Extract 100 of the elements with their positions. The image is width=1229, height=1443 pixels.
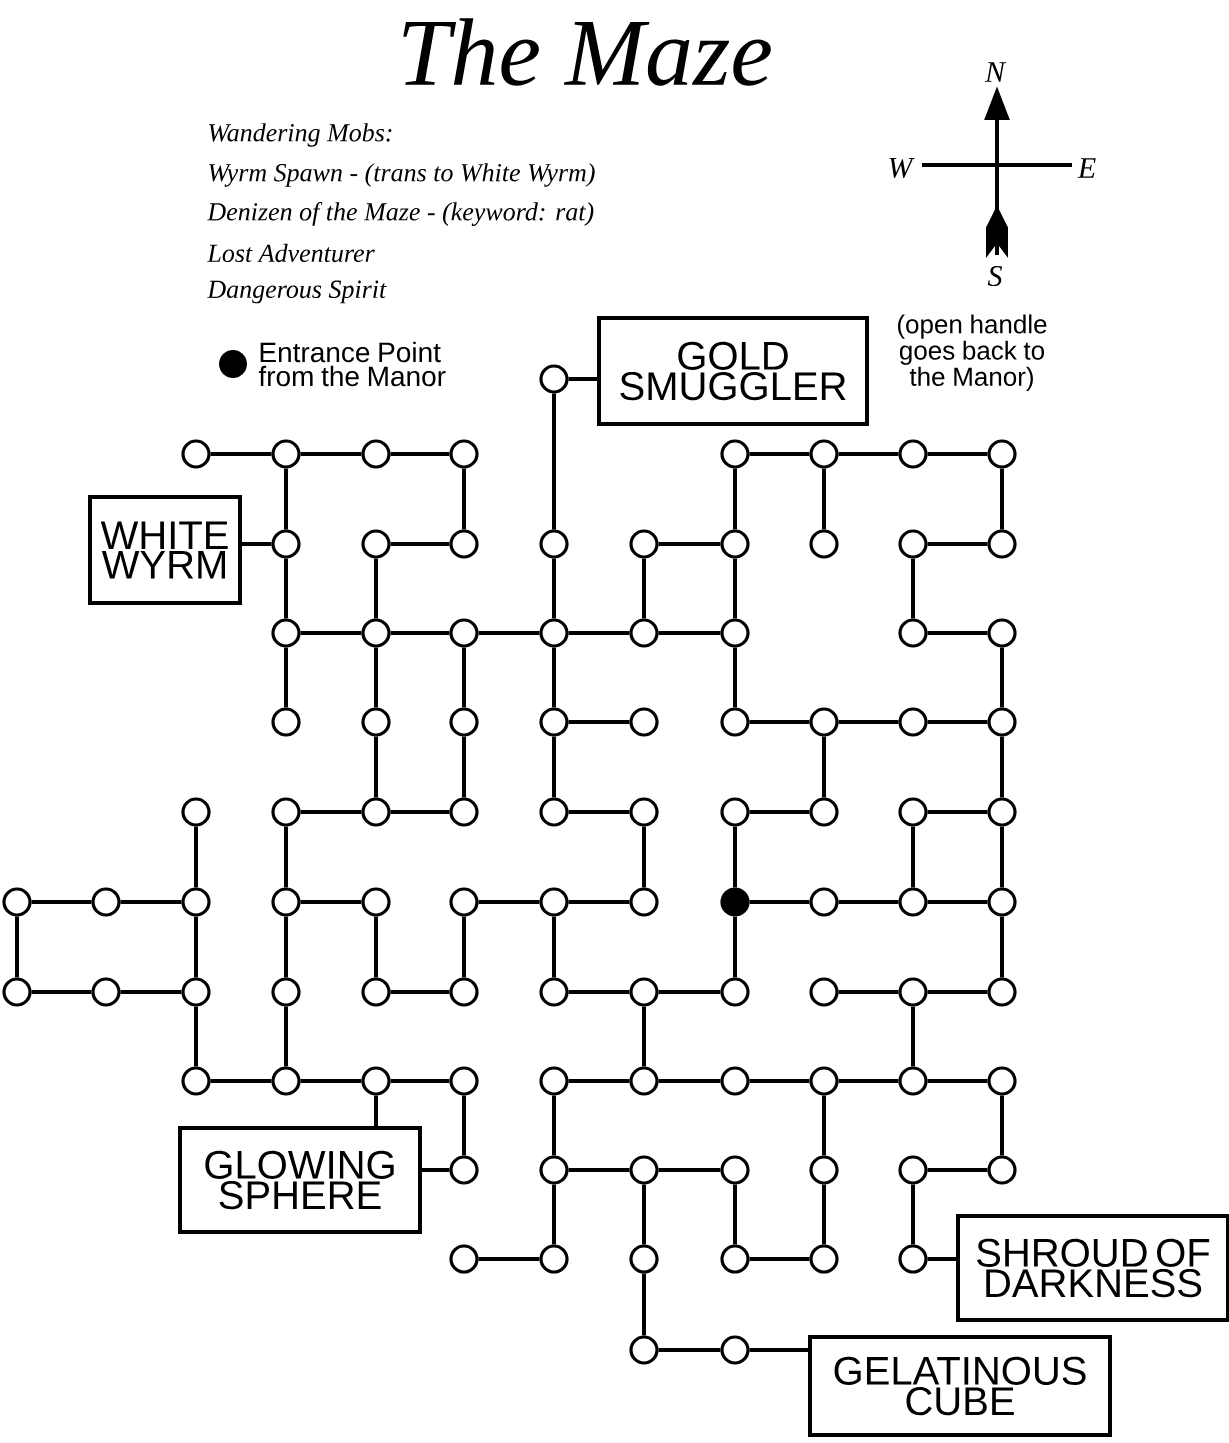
maze-path bbox=[568, 631, 630, 635]
maze-path bbox=[568, 810, 630, 814]
room-circle bbox=[449, 1155, 479, 1185]
room-circle bbox=[898, 1066, 928, 1096]
compass-letter: E bbox=[1077, 158, 1096, 178]
room-circle bbox=[449, 529, 479, 559]
maze-path bbox=[374, 736, 378, 798]
maze-path bbox=[374, 1095, 378, 1126]
room-circle bbox=[809, 439, 839, 469]
maze-path bbox=[838, 1079, 899, 1083]
maze-path bbox=[462, 736, 466, 798]
room-circle bbox=[449, 977, 479, 1007]
maze-path bbox=[733, 826, 737, 888]
maze-path bbox=[374, 647, 378, 708]
room-circle bbox=[539, 977, 569, 1007]
room-circle bbox=[629, 707, 659, 737]
maze-path bbox=[31, 990, 92, 994]
maze-path bbox=[733, 558, 737, 619]
room-circle bbox=[898, 887, 928, 917]
maze-path bbox=[733, 468, 737, 530]
maze-path bbox=[284, 468, 288, 530]
room-circle bbox=[449, 1066, 479, 1096]
maze-path bbox=[1000, 916, 1004, 978]
room-circle bbox=[809, 1244, 839, 1274]
room-circle bbox=[629, 887, 659, 917]
maze-path bbox=[838, 452, 899, 456]
maze-path bbox=[749, 720, 810, 724]
maze-path bbox=[927, 1257, 956, 1261]
room-circle bbox=[271, 977, 301, 1007]
maze-path bbox=[911, 1184, 915, 1245]
maze-path bbox=[642, 1184, 646, 1245]
maze-path bbox=[552, 647, 556, 708]
room-circle bbox=[809, 529, 839, 559]
maze-path bbox=[927, 990, 988, 994]
maze-path bbox=[374, 916, 378, 978]
maze-path bbox=[284, 558, 288, 619]
title: The Maze bbox=[403, 18, 771, 86]
room-circle bbox=[271, 529, 301, 559]
maze-path bbox=[749, 1257, 810, 1261]
room-circle bbox=[271, 618, 301, 648]
maze-path bbox=[284, 647, 288, 708]
maze-path bbox=[733, 647, 737, 708]
room-circle bbox=[898, 1244, 928, 1274]
compass-letter: N bbox=[984, 62, 1007, 82]
maze-path bbox=[927, 900, 988, 904]
room-circle bbox=[720, 529, 750, 559]
maze-path bbox=[462, 916, 466, 978]
maze-path bbox=[300, 900, 362, 904]
room-circle bbox=[809, 977, 839, 1007]
maze-path bbox=[822, 736, 826, 798]
maze-path bbox=[749, 1079, 810, 1083]
maze-path bbox=[242, 542, 272, 546]
note: (open handle goes back to the Manor) bbox=[898, 314, 1047, 392]
maze-path bbox=[390, 631, 450, 635]
maze-path bbox=[911, 1006, 915, 1067]
room-circle bbox=[987, 977, 1017, 1007]
room-circle bbox=[361, 618, 391, 648]
maze-path bbox=[838, 900, 899, 904]
maze-path bbox=[568, 900, 630, 904]
maze-path bbox=[374, 558, 378, 619]
room-circle bbox=[720, 1155, 750, 1185]
maze-path bbox=[552, 1184, 556, 1245]
room-circle bbox=[987, 618, 1017, 648]
room-circle bbox=[809, 1155, 839, 1185]
room-circle bbox=[361, 439, 391, 469]
maze-path bbox=[552, 736, 556, 798]
maze-path bbox=[120, 990, 182, 994]
label-box: WHITE WYRM bbox=[88, 495, 242, 605]
room-circle bbox=[987, 1155, 1017, 1185]
room-circle bbox=[809, 797, 839, 827]
room-circle bbox=[629, 1335, 659, 1365]
mob-list-line: Wandering Mobs: bbox=[209, 123, 392, 147]
room-circle bbox=[361, 887, 391, 917]
maze-path bbox=[15, 916, 19, 978]
room-circle bbox=[629, 1244, 659, 1274]
maze-path bbox=[194, 826, 198, 888]
room-circle bbox=[987, 797, 1017, 827]
maze-path bbox=[658, 1348, 721, 1352]
maze-path bbox=[749, 452, 810, 456]
mob-list-line: Wyrm Spawn - (trans to White Wyrm) bbox=[209, 163, 595, 187]
maze-path bbox=[822, 1184, 826, 1245]
room-circle bbox=[539, 887, 569, 917]
maze-path bbox=[749, 900, 810, 904]
maze-path bbox=[422, 1168, 450, 1172]
maze-path bbox=[552, 916, 556, 978]
room-circle bbox=[720, 977, 750, 1007]
maze-path bbox=[642, 558, 646, 619]
maze-path bbox=[390, 542, 450, 546]
label-box: GOLD SMUGGLER bbox=[597, 316, 869, 426]
room-circle bbox=[809, 1066, 839, 1096]
maze-path bbox=[300, 452, 362, 456]
maze-path bbox=[1000, 468, 1004, 530]
room-circle bbox=[539, 364, 569, 394]
maze-path bbox=[1000, 736, 1004, 798]
room-circle bbox=[539, 1155, 569, 1185]
room-circle bbox=[361, 797, 391, 827]
maze-path bbox=[552, 558, 556, 619]
maze-path bbox=[552, 393, 556, 530]
maze-path bbox=[658, 1168, 721, 1172]
room-circle bbox=[720, 797, 750, 827]
